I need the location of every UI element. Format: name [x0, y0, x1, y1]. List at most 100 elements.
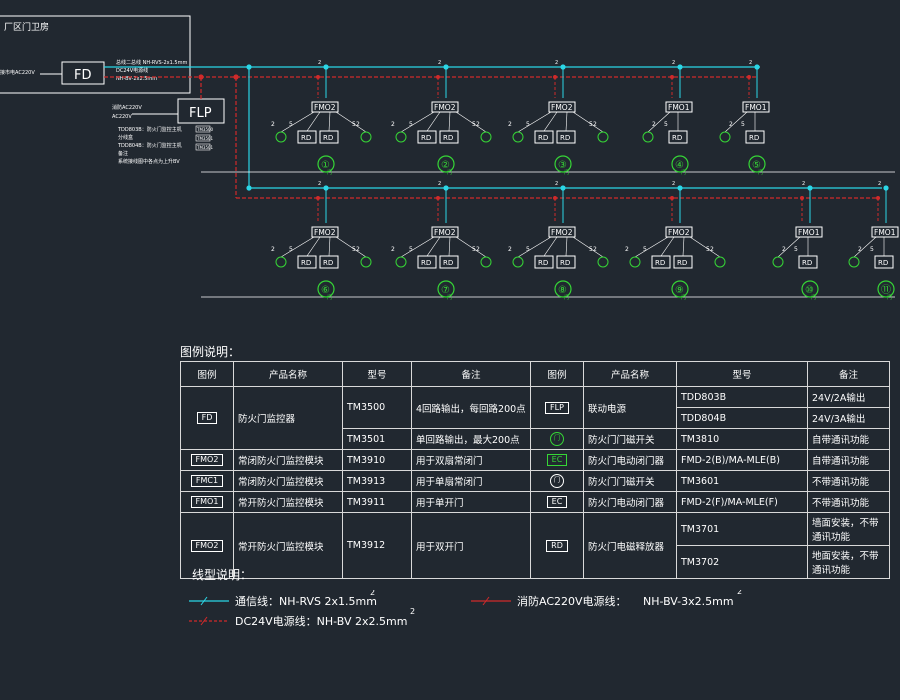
legend-name: 常开防火门监控模块	[233, 491, 343, 513]
bus-junction	[876, 196, 880, 200]
flp-side-code: TM3501	[196, 136, 214, 141]
module-branch	[682, 236, 685, 257]
branch-count-label: 5	[706, 246, 710, 253]
flp-label: FLP	[189, 106, 212, 121]
bus-junction	[807, 185, 813, 191]
release-device-box	[745, 130, 765, 144]
door-label: 门	[681, 169, 686, 176]
door-contact-icon	[512, 256, 524, 268]
release-device-label: RD	[878, 259, 888, 267]
door-contact-icon	[360, 256, 372, 268]
door-number-marker	[877, 280, 895, 298]
module-branch	[724, 111, 748, 133]
legend-note: 用于单扇常闭门	[411, 470, 531, 492]
legend-title: 图例说明：	[180, 345, 241, 359]
legend-name: 防火门电动闭门器	[583, 449, 677, 471]
monitor-module-box	[431, 226, 459, 238]
bus-junction	[316, 196, 320, 200]
fmo2-symbol: FMO2	[190, 539, 224, 552]
legend-header-row: 图例 产品名称 型号 备注 图例 产品名称 型号 备注	[180, 361, 890, 387]
door-label: 门	[327, 294, 332, 301]
module-branch	[426, 236, 441, 257]
legend-name: 防火门监控器	[233, 386, 343, 450]
monitor-module-label: FMO2	[551, 228, 573, 237]
branch-count-label: 5	[352, 121, 356, 128]
fmo1-symbol: FMO1	[190, 496, 224, 508]
release-device-label: RD	[560, 134, 570, 142]
module-branch	[543, 236, 558, 257]
legend-note: 24V/2A输出	[807, 386, 890, 408]
legend-row: FMC1 常闭防火门监控模块 TM3913 用于单扇常闭门 门 防火门门磁开关 …	[180, 470, 890, 492]
monitor-module-box	[871, 226, 899, 238]
signal-superscript: 2	[370, 590, 375, 597]
door-number: ⑦	[441, 285, 450, 296]
module-branch	[455, 111, 487, 133]
module-branch	[400, 111, 435, 133]
module-branch	[689, 236, 721, 258]
bus-junction	[560, 185, 566, 191]
legend-row: FMO2 常闭防火门监控模块 TM3910 用于双扇常闭门 EC 防火门电动闭门…	[180, 449, 890, 471]
module-branch	[572, 236, 604, 258]
door-label: 门	[447, 294, 452, 301]
bus-junction	[436, 75, 440, 79]
door-number: ⑧	[558, 285, 567, 296]
bus-junction	[677, 185, 683, 191]
bus-junction	[233, 74, 239, 80]
monitor-module-box	[431, 101, 459, 113]
door-number-marker	[317, 155, 335, 173]
legend-note: 单回路输出，最大200点	[411, 428, 531, 450]
door-contact-icon	[772, 256, 784, 268]
door-number-marker	[437, 280, 455, 298]
legend-note: 24V/3A输出	[807, 407, 890, 429]
flp-side-code: TM3500	[196, 127, 214, 132]
legend-name: 防火门电动闭门器	[583, 491, 677, 513]
monitor-module-box	[548, 226, 576, 238]
release-device-label: RD	[301, 259, 311, 267]
legend-name: 联动电源	[583, 386, 677, 429]
bus-junction	[553, 196, 557, 200]
release-device-box	[673, 255, 693, 269]
branch-count-label: 5	[643, 246, 647, 253]
line-count-label: 2	[318, 60, 321, 66]
release-device-label: RD	[301, 134, 311, 142]
release-device-box	[319, 130, 339, 144]
legend-model: TM3500	[342, 386, 412, 429]
release-device-box	[439, 255, 459, 269]
branch-count-label: 2	[710, 246, 714, 253]
module-branch	[565, 111, 568, 132]
release-device-label: RD	[560, 259, 570, 267]
branch-count-label: 2	[391, 246, 395, 253]
bus-junction	[246, 64, 252, 70]
door-number-marker	[801, 280, 819, 298]
ac-line-label: 消防AC220V电源线：	[517, 594, 627, 608]
branch-count-label: 2	[652, 121, 656, 128]
door-contact-icon	[597, 256, 609, 268]
release-device-label: RD	[802, 259, 812, 267]
door-number-marker	[317, 280, 335, 298]
flp-side-note: 备注	[118, 150, 128, 157]
door-label: 门	[564, 294, 569, 301]
panel-title: 厂区门卫房	[4, 21, 49, 33]
door-contact-icon	[714, 256, 726, 268]
legend-model: TM3810	[676, 428, 808, 450]
module-branch	[517, 236, 552, 258]
branch-count-label: 5	[472, 246, 476, 253]
door-label: 门	[327, 169, 332, 176]
module-branch	[280, 111, 315, 133]
release-device-box	[798, 255, 818, 269]
module-branch	[565, 236, 568, 257]
legend-name: 防火门门磁开关	[583, 428, 677, 450]
legend-table: 图例 产品名称 型号 备注 图例 产品名称 型号 备注 FD 防火门监控器 TM…	[180, 361, 890, 579]
legend-header: 型号	[676, 361, 808, 387]
wiring-legend: 通信线：NH-RVS 2x1.5mm 2 DC24V电源线：NH-BV 2x2.…	[189, 590, 742, 628]
monitor-module-label: FMO2	[551, 103, 573, 112]
line-count-label: 2	[555, 60, 558, 66]
door-label: 门	[758, 169, 763, 176]
branch-count-label: 2	[593, 246, 597, 253]
flp-side-note: 系统接线图中各点为上升BV	[118, 158, 180, 165]
legend-name: 防火门电磁释放器	[583, 512, 677, 579]
bus-junction	[553, 75, 557, 79]
door-label: 门	[447, 169, 452, 176]
door-number: ④	[675, 160, 684, 171]
module-branch	[455, 236, 487, 258]
